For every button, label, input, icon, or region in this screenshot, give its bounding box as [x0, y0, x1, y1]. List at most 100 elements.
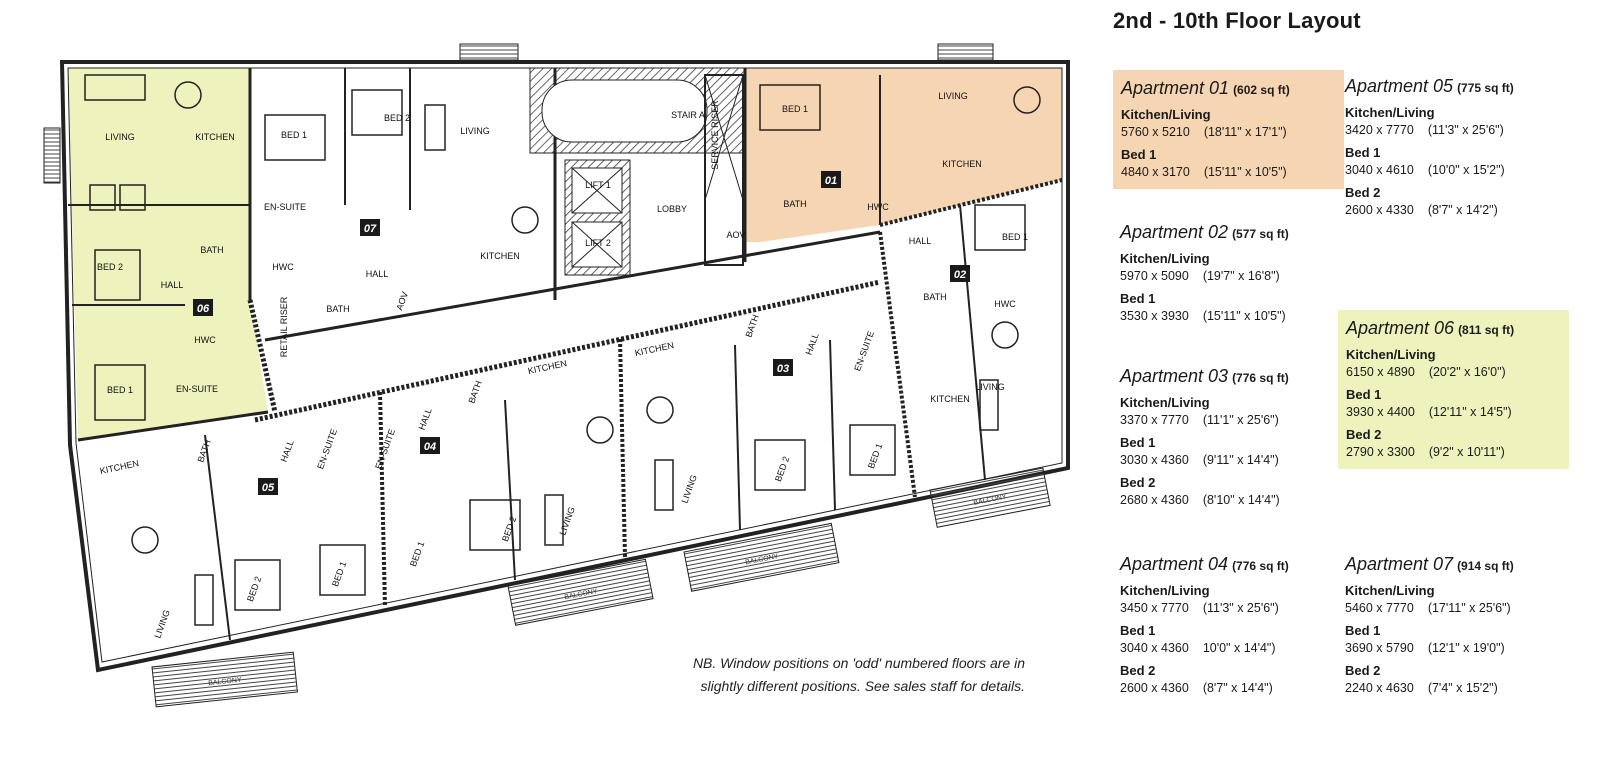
room-label: EN-SUITE [264, 202, 306, 212]
unit-badge-04: 04 [420, 437, 440, 454]
apartment-area: (776 sq ft) [1232, 371, 1289, 385]
metric-dimensions: 3370 x 7770 [1120, 413, 1189, 427]
imperial-dimensions: (15'11" x 10'5") [1203, 165, 1287, 179]
apartment-name: Apartment 05(775 sq ft) [1345, 76, 1560, 97]
imperial-dimensions: (8'10" x 14'4") [1202, 493, 1280, 507]
room-dimensions: 2600 x 4330 (8'7" x 14'2") [1345, 203, 1560, 217]
apartment-area: (775 sq ft) [1457, 81, 1514, 95]
room-label: BED 1 [107, 385, 133, 395]
apartment-title: Apartment 04 [1120, 554, 1229, 574]
imperial-dimensions: (20'2" x 16'0") [1428, 365, 1506, 379]
room-label: LOBBY [657, 204, 687, 214]
apartment-spec-06: Apartment 06(811 sq ft)Kitchen/Living 61… [1338, 310, 1569, 469]
room-dimensions: 3930 x 4400(12'11" x 14'5") [1346, 405, 1561, 419]
room-label: AOV [394, 290, 410, 311]
room-label: KITCHEN [930, 394, 970, 404]
imperial-dimensions: (7'4" x 15'2") [1427, 681, 1498, 695]
room-label: LIVING [938, 91, 968, 101]
balcony: BALCONY [929, 467, 1051, 528]
unit-badge-02: 02 [950, 265, 970, 282]
apartment-area: (776 sq ft) [1232, 559, 1289, 573]
unit-number: 03 [777, 363, 789, 375]
room-label: BED 2 [97, 262, 123, 272]
unit-number: 01 [825, 175, 837, 187]
room-label: LIFT 1 [585, 180, 611, 190]
stair-lift-core [529, 67, 746, 276]
apartment-area: (811 sq ft) [1458, 323, 1515, 337]
metric-dimensions: 3450 x 7770 [1120, 601, 1189, 615]
metric-dimensions: 2600 x 4330 [1345, 203, 1414, 217]
room-label: BATH [200, 245, 223, 255]
unit-number: 06 [197, 303, 210, 315]
apartment-title: Apartment 01 [1121, 78, 1230, 98]
apartment-title: Apartment 07 [1345, 554, 1454, 574]
room-label: BED 1 [281, 130, 307, 140]
room-label: AOV [726, 230, 745, 240]
room-name: Bed 1 [1345, 145, 1381, 160]
unit-badge-06: 06 [193, 299, 213, 316]
room-name: Kitchen/Living [1120, 251, 1210, 266]
room-dimensions: 3450 x 7770 (11'3" x 25'6") [1120, 601, 1335, 615]
room-label: LIFT 2 [585, 238, 611, 248]
apartment-06-fill [68, 68, 268, 440]
room-label: HALL [804, 332, 821, 357]
unit-badge-07: 07 [360, 219, 380, 236]
apartment-spec-03: Apartment 03(776 sq ft)Kitchen/Living 33… [1120, 366, 1335, 507]
room-label: KITCHEN [527, 358, 568, 376]
room-label: HALL [161, 280, 184, 290]
furniture [84, 74, 1041, 626]
room-label: RETAIL RISER [279, 296, 289, 357]
room-label: HWC [994, 299, 1016, 309]
note-line: slightly different positions. See sales … [700, 678, 1026, 694]
metric-dimensions: 4840 x 3170 [1121, 165, 1190, 179]
room-label: STAIR A [671, 110, 705, 120]
unit-badge-01: 01 [821, 171, 841, 188]
apartment-name: Apartment 02(577 sq ft) [1120, 222, 1335, 243]
balconies: BALCONY BALCONY BALCONY BALCONY [43, 43, 1051, 708]
metric-dimensions: 6150 x 4890 [1346, 365, 1415, 379]
room-label: BED 2 [384, 113, 410, 123]
imperial-dimensions: (11'3" x 25'6") [1202, 601, 1279, 615]
room-name: Bed 1 [1120, 435, 1156, 450]
room-label: LIVING [557, 505, 576, 536]
room-label: EN-SUITE [373, 428, 397, 471]
apartment-spec-02: Apartment 02(577 sq ft)Kitchen/Living 59… [1120, 222, 1335, 323]
apartment-spec-01: Apartment 01(602 sq ft)Kitchen/Living 57… [1113, 70, 1344, 189]
metric-dimensions: 3040 x 4610 [1345, 163, 1414, 177]
metric-dimensions: 2240 x 4630 [1345, 681, 1414, 695]
room-dimensions: 2240 x 4630 (7'4" x 15'2") [1345, 681, 1560, 695]
room-name: Kitchen/Living [1121, 107, 1211, 122]
balcony: BALCONY [683, 522, 840, 592]
room-label: BATH [783, 199, 806, 209]
metric-dimensions: 5460 x 7770 [1345, 601, 1414, 615]
apartment-name: Apartment 04(776 sq ft) [1120, 554, 1335, 575]
room-name: Bed 1 [1120, 623, 1156, 638]
room-label: HALL [366, 269, 389, 279]
room-label: HWC [272, 262, 294, 272]
apartment-name: Apartment 07(914 sq ft) [1345, 554, 1560, 575]
room-label: HALL [417, 407, 434, 432]
metric-dimensions: 5760 x 5210 [1121, 125, 1190, 139]
apartment-title: Apartment 05 [1345, 76, 1454, 96]
room-label: KITCHEN [942, 159, 982, 169]
room-name: Kitchen/Living [1120, 583, 1210, 598]
room-label: EN-SUITE [852, 330, 876, 373]
imperial-dimensions: (18'11" x 17'1") [1203, 125, 1287, 139]
room-name: Bed 1 [1120, 291, 1156, 306]
room-dimensions: 3030 x 4360(9'11" x 14'4") [1120, 453, 1335, 467]
room-dimensions: 4840 x 3170 (15'11" x 10'5") [1121, 165, 1336, 179]
room-label: KITCHEN [634, 340, 675, 358]
metric-dimensions: 3040 x 4360 [1120, 641, 1189, 655]
apartment-area: (577 sq ft) [1232, 227, 1289, 241]
room-dimensions: 5460 x 7770(17'11" x 25'6") [1345, 601, 1560, 615]
room-label: HWC [867, 202, 889, 212]
imperial-dimensions: (8'7" x 14'2") [1427, 203, 1498, 217]
imperial-dimensions: (9'11" x 14'4") [1202, 453, 1279, 467]
note-line: NB. Window positions on 'odd' numbered f… [692, 655, 1025, 671]
room-label: LIVING [975, 382, 1005, 392]
metric-dimensions: 2790 x 3300 [1346, 445, 1415, 459]
room-dimensions: 3420 x 7770(11'3" x 25'6") [1345, 123, 1560, 137]
room-name: Bed 2 [1345, 663, 1381, 678]
